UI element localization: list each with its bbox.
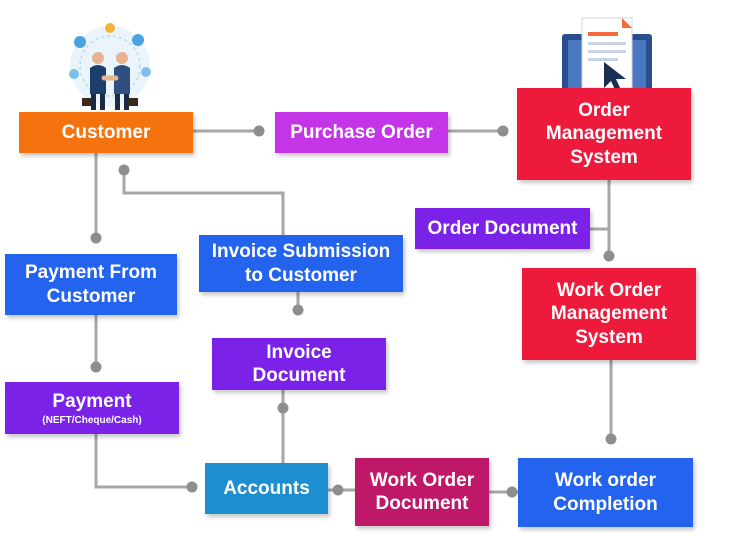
node-label-line: Management (545, 123, 663, 145)
connector-dot (90, 361, 102, 373)
node-order-document: Order Document (415, 208, 590, 249)
node-label-line: Work order (554, 470, 656, 492)
connector-dot (603, 250, 615, 262)
node-label-line: Payment From (25, 262, 157, 284)
node-label-line: Management (550, 303, 668, 325)
node-purchase-order: Purchase Order (275, 112, 448, 153)
document-cursor-icon (560, 14, 656, 96)
connector-dot (605, 433, 617, 445)
node-label-line: Order (578, 100, 630, 122)
node-customer: Customer (19, 112, 193, 153)
node-label-line: Invoice Submission (211, 241, 391, 263)
node-label-line: Accounts (223, 477, 310, 499)
node-label-line: Customer (61, 121, 151, 143)
node-label-line: Order Document (427, 217, 578, 239)
node-label-line: Invoice (266, 341, 332, 363)
node-label-line: Payment (52, 390, 132, 412)
connector-dot (186, 481, 198, 493)
node-label-line: Work Order (369, 469, 475, 491)
connector-dot (332, 484, 344, 496)
node-label-line: System (570, 146, 638, 168)
connector-dot (292, 304, 304, 316)
node-label-line: Document (375, 493, 469, 514)
node-label-line: Completion (553, 493, 658, 515)
connector-dot (253, 125, 265, 137)
connector-dot (90, 232, 102, 244)
node-label-line: Document (252, 365, 346, 386)
node-accounts: Accounts (205, 463, 328, 514)
node-label-line: to Customer (245, 264, 357, 286)
connector-dot (497, 125, 509, 137)
node-label-line: Work Order (556, 280, 662, 302)
node-sublabel: (NEFT/Cheque/Cash) (42, 415, 142, 427)
connector-dot (277, 402, 289, 414)
node-payment: Payment (NEFT/Cheque/Cash) (5, 382, 179, 434)
node-label-line: Purchase Order (290, 121, 433, 143)
node-label-line: System (575, 326, 643, 348)
node-label-line: Customer (46, 285, 136, 307)
connector-dot (506, 486, 518, 498)
business-handshake-icon (64, 22, 156, 114)
connector-dot (118, 164, 130, 176)
